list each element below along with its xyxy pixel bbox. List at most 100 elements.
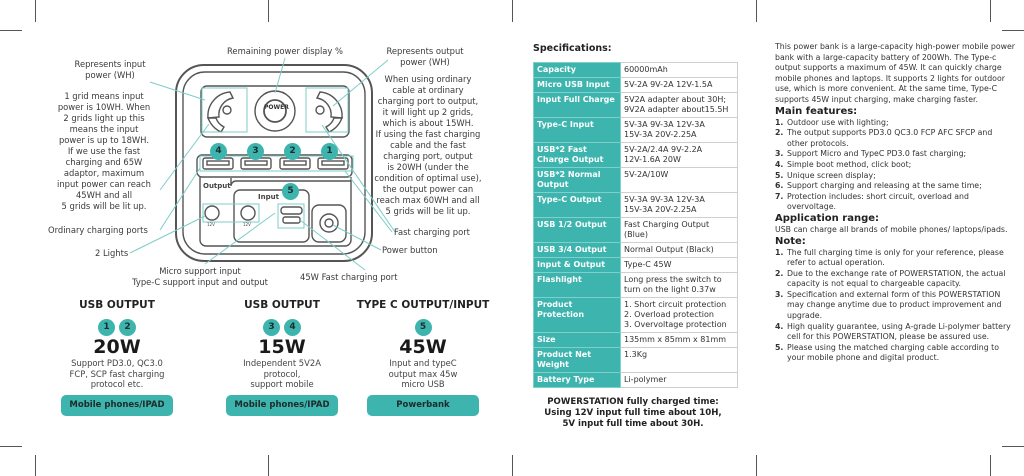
spec-label: USB*2 Normal Output [533, 167, 621, 193]
text-line: When using ordinary [384, 74, 472, 84]
spec-label: Product Net Weight [533, 347, 621, 373]
use-case-button[interactable]: Powerbank [367, 395, 479, 416]
list-item: 1.Outdoor use with lighting; [775, 118, 1015, 129]
text-line: 5 grids will be lit up. [61, 201, 147, 211]
power-logo: POWER [264, 104, 289, 111]
use-case-button[interactable]: Mobile phones/IPAD [226, 395, 338, 416]
text-line: support mobile [250, 379, 314, 389]
text-line: FCP, SCP fast charging [69, 368, 165, 379]
spec-value: 1.3Kg [620, 347, 738, 373]
spec-value: 5V-2A/10W [620, 167, 738, 193]
port-badge: 4 [210, 143, 227, 160]
list-item: 5.Unique screen display; [775, 171, 1015, 182]
spec-value: 5V-3A 9V-3A 12V-3A 15V-3A 20V-2.25A [620, 192, 738, 218]
text-line: Represents output [386, 46, 464, 56]
text-line: micro USB [401, 379, 445, 389]
text-line: POWERSTATION fully charged time: [547, 397, 719, 407]
text-line: Input and typeC [389, 358, 457, 368]
remaining-power-label: Remaining power display % [226, 46, 344, 56]
spec-label: Battery Type [533, 372, 621, 388]
text-line: charging port, output [383, 151, 473, 161]
text-line: 5 grids will be lit up. [385, 206, 471, 216]
list-item: 2.The output supports PD3.0 QC3.0 FCP AF… [775, 128, 1015, 149]
spec-value: 135mm x 85mm x 81mm [620, 332, 738, 348]
text-line: is 20WH (under the [387, 162, 469, 172]
port-badge: 2 [284, 143, 301, 160]
list-text: Unique screen display; [787, 170, 876, 180]
text-line: cable at ordinary [392, 85, 464, 95]
spec-label: Type-C Input [533, 117, 621, 143]
text-line: cable and the fast [390, 140, 466, 150]
port-badge: 4 [284, 319, 301, 336]
badge-row: 5 [348, 314, 498, 336]
text-line: condition of optimal use), [374, 173, 482, 183]
list-text: Simple boot method, click boot; [787, 159, 912, 169]
output-label: Output [203, 182, 231, 190]
crop-mark [0, 446, 22, 447]
list-item: 3.Specification and external form of thi… [775, 290, 1015, 322]
list-text: Please using the matched charging cable … [787, 342, 999, 363]
list-text: Outdoor use with lighting; [787, 117, 889, 127]
crop-mark [756, 455, 757, 476]
list-text: Support charging and releasing at the sa… [787, 181, 982, 191]
charge-time-note: POWERSTATION fully charged time:Using 12… [533, 397, 733, 430]
use-case-button[interactable]: Mobile phones/IPAD [61, 395, 173, 416]
text-line: means the input [69, 124, 139, 134]
port-title: TYPE C OUTPUT/INPUT [356, 299, 490, 311]
text-line: If using the fast charging [375, 129, 481, 139]
12v-label: 12V [207, 222, 215, 227]
list-text: Due to the exchange rate of POWERSTATION… [787, 268, 1006, 289]
list-item: 7.Protection includes: short circuit, ov… [775, 192, 1015, 213]
crop-mark [1002, 446, 1024, 447]
port-badge: 3 [263, 319, 280, 336]
list-number: 2. [775, 268, 784, 278]
text-line: output max 45w [388, 368, 458, 379]
text-line: Micro support input [159, 266, 241, 276]
list-number: 4. [775, 159, 784, 169]
list-number: 1. [775, 247, 784, 257]
fast45-label: 45W Fast charging port [300, 272, 398, 282]
list-number: 2. [775, 128, 784, 138]
text-line: Independent 5V2A [243, 358, 321, 368]
list-item: 1.The full charging time is only for you… [775, 248, 1015, 269]
crop-mark [756, 0, 757, 22]
features-list: 1.Outdoor use with lighting;2.The output… [775, 118, 1015, 213]
text-line: Represents input [74, 59, 146, 69]
text-line: power is up to 18WH. [58, 135, 149, 145]
port-title: USB OUTPUT [244, 299, 320, 311]
list-number: 6. [775, 181, 784, 191]
intro-text: This power bank is a large-capacity high… [775, 42, 1015, 104]
list-number: 4. [775, 321, 784, 331]
app-text: USB can charge all brands of mobile phon… [775, 224, 1008, 234]
list-text: The full charging time is only for your … [787, 247, 1004, 268]
list-text: High quality guarantee, using A-grade Li… [787, 321, 1011, 342]
text-line: it will light up 2 grids, [382, 107, 474, 117]
port-wattage: 45W [399, 336, 447, 358]
text-line: which is about 15WH. [382, 118, 474, 128]
list-item: 4.Simple boot method, click boot; [775, 160, 1015, 171]
lights-label: 2 Lights [95, 248, 129, 258]
spec-label: USB*2 Fast Charge Output [533, 142, 621, 168]
spec-label: USB 3/4 Output [533, 242, 621, 258]
list-text: Protection includes: short circuit, over… [787, 191, 969, 212]
text-line: 1 grid means input [64, 91, 144, 101]
crop-mark [35, 0, 36, 22]
spec-label: Input Full Charge [533, 92, 621, 118]
